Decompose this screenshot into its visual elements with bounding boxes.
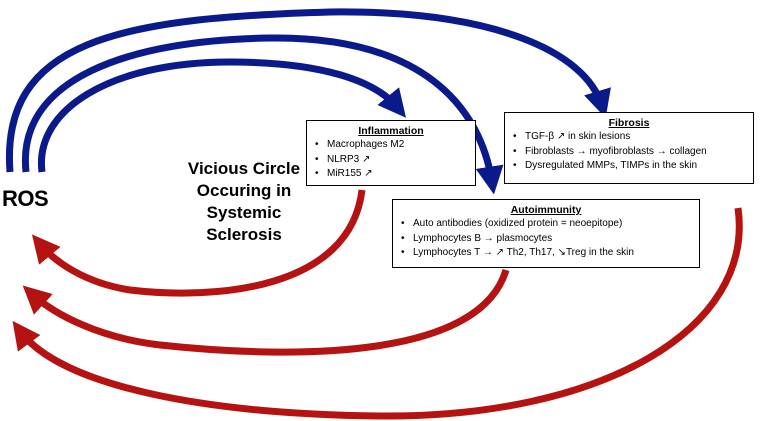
red-arrow-autoimmunity-to-ros xyxy=(22,268,510,356)
list-item: Lymphocytes B → plasmocytes xyxy=(401,232,695,247)
title-line: Systemic xyxy=(206,203,282,222)
autoimmunity-box: Autoimmunity Auto antibodies (oxidized p… xyxy=(392,199,700,268)
inflammation-heading: Inflammation xyxy=(358,125,424,137)
blue-arrow-ros-to-inflammation xyxy=(37,58,407,173)
red-arrow-fibrosis-to-ros xyxy=(12,207,743,420)
blue-arrow-ros-to-fibrosis xyxy=(5,8,611,173)
inflammation-box: Inflammation Macrophages M2 NLRP3 ↗ MiR1… xyxy=(306,120,476,186)
title-line: Sclerosis xyxy=(206,225,282,244)
list-item: Auto antibodies (oxidized protein = neoe… xyxy=(401,217,695,232)
autoimmunity-list: Auto antibodies (oxidized protein = neoe… xyxy=(397,217,695,261)
ros-label: ROS xyxy=(2,186,49,211)
list-item: Fibroblasts → myofibroblasts → collagen xyxy=(513,145,749,160)
red-arrow-inflammation-to-ros xyxy=(31,189,366,297)
list-item: Macrophages M2 xyxy=(315,138,471,153)
fibrosis-heading: Fibrosis xyxy=(608,117,650,129)
list-item: TGF-β ↗ in skin lesions xyxy=(513,130,749,145)
list-item: NLRP3 ↗ xyxy=(315,153,471,168)
inflammation-list: Macrophages M2 NLRP3 ↗ MiR155 ↗ xyxy=(311,138,471,182)
list-item: MiR155 ↗ xyxy=(315,167,471,182)
title-line: Vicious Circle xyxy=(187,159,301,178)
fibrosis-list: TGF-β ↗ in skin lesions Fibroblasts → my… xyxy=(509,130,749,174)
blue-arrow-ros-to-autoimmunity xyxy=(21,34,504,195)
autoimmunity-heading: Autoimmunity xyxy=(510,204,582,216)
diagram-title: Vicious Circle Occuring in Systemic Scle… xyxy=(168,158,320,246)
fibrosis-box: Fibrosis TGF-β ↗ in skin lesions Fibrobl… xyxy=(504,112,754,184)
title-line: Occuring in xyxy=(196,181,292,200)
list-item: Dysregulated MMPs, TIMPs in the skin xyxy=(513,159,749,174)
list-item: Lymphocytes T → ↗ Th2, Th17, ↘Treg in th… xyxy=(401,246,695,261)
